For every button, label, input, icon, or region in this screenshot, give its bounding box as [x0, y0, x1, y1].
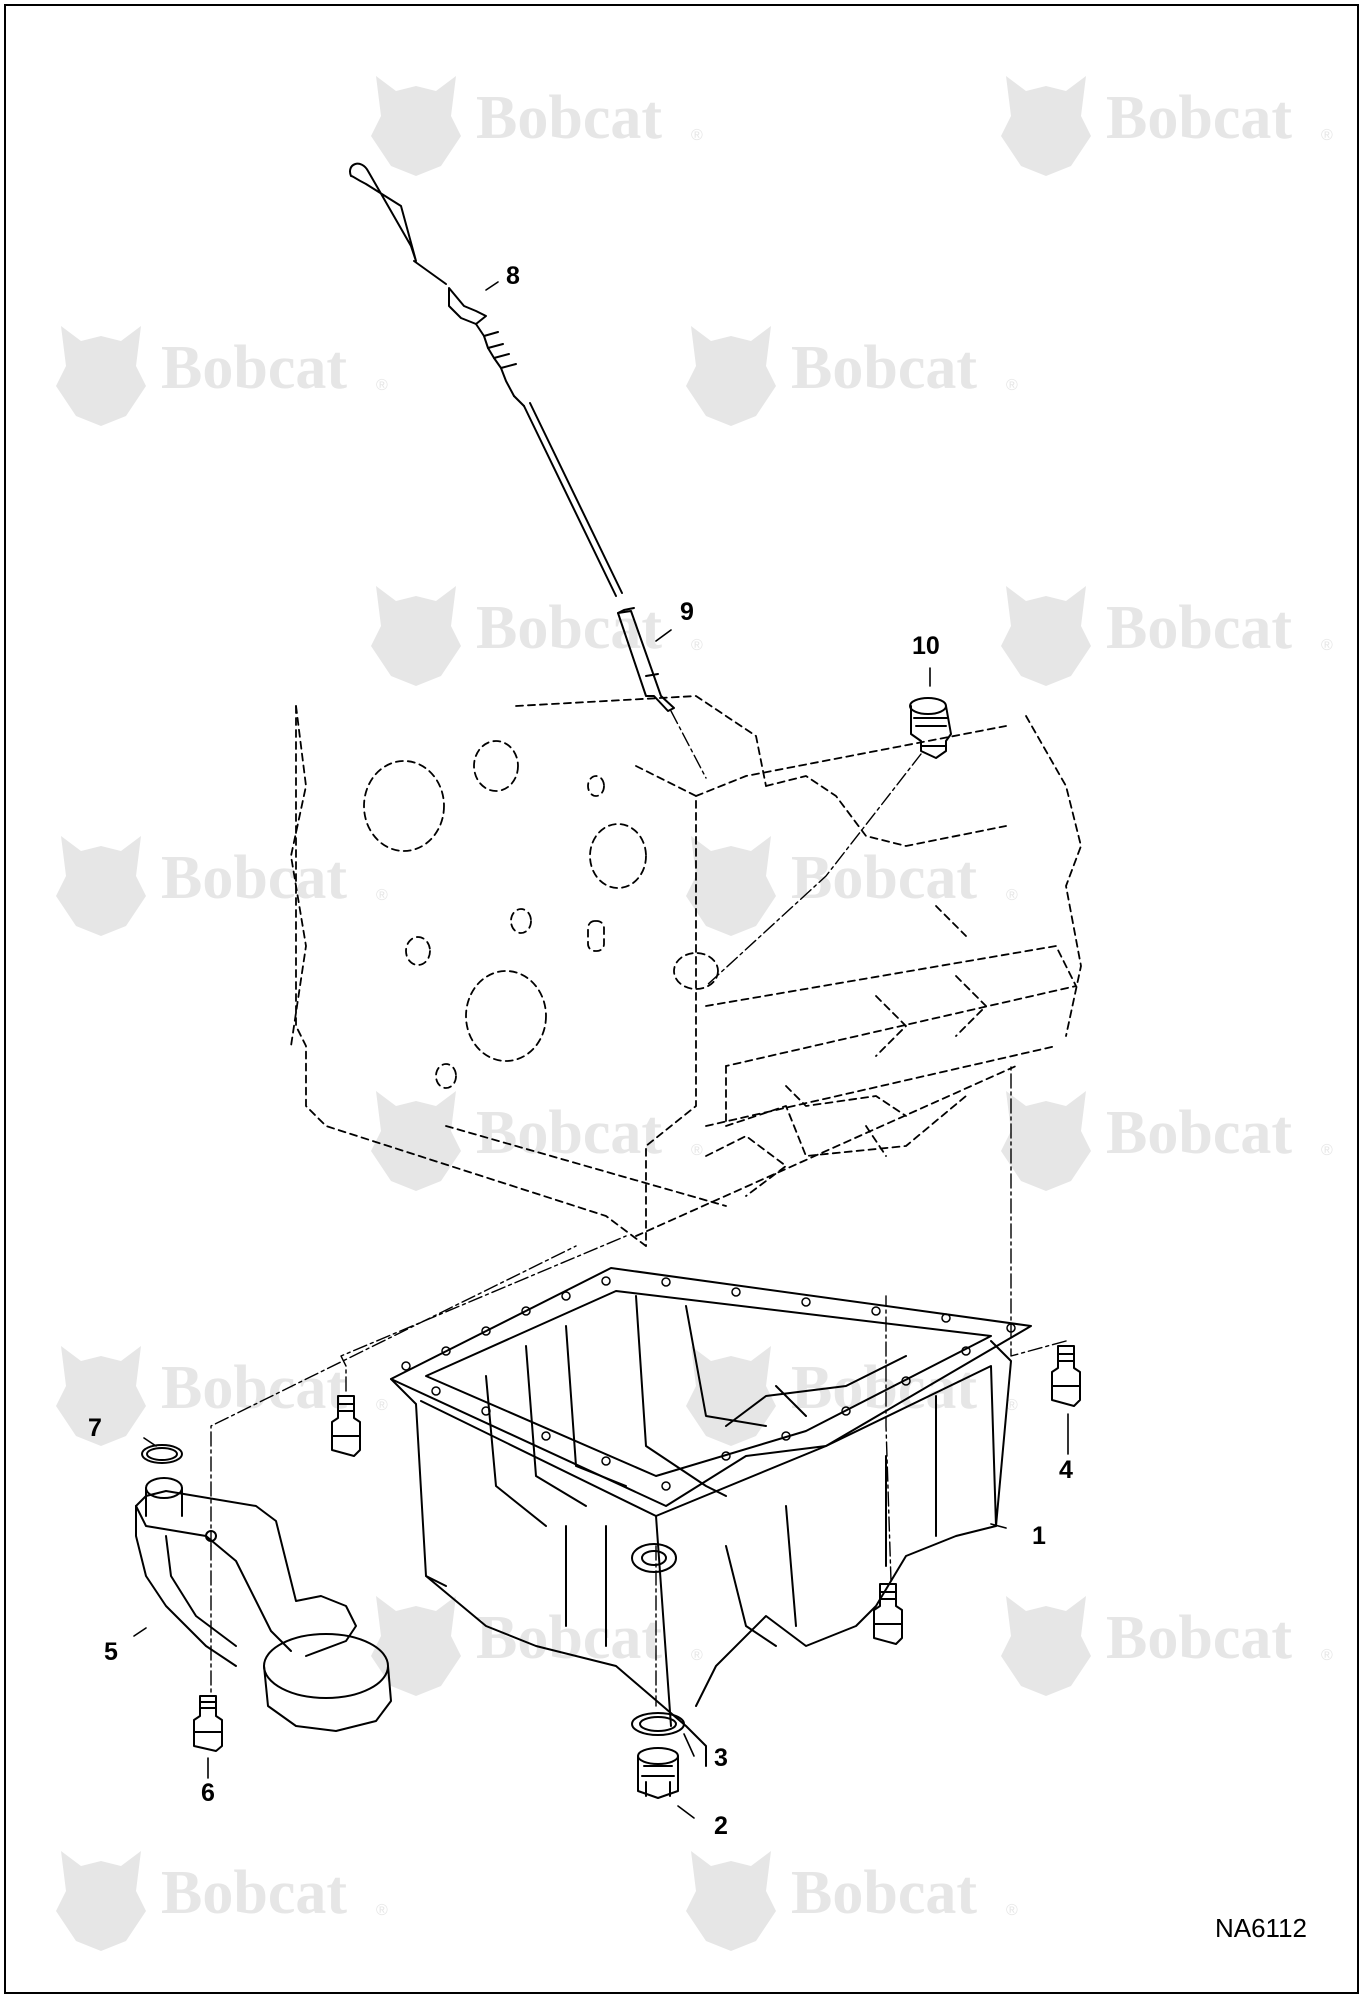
registered-mark: ® [691, 1647, 703, 1664]
bobcat-watermark-layer: Bobcat®Bobcat®Bobcat®Bobcat®Bobcat®Bobca… [56, 76, 1333, 1951]
callout-2: 2 [714, 1812, 728, 1840]
oil-strainer [135, 1477, 392, 1732]
callout-6: 6 [201, 1779, 215, 1807]
bobcat-logo-icon [686, 1346, 776, 1446]
registered-mark: ® [1006, 377, 1018, 394]
callout-9: 9 [680, 598, 694, 626]
bobcat-watermark: Bobcat ® [371, 1596, 703, 1696]
strainer-bolt [193, 1695, 223, 1752]
bobcat-logo-icon [686, 326, 776, 426]
dipstick-guide [617, 607, 675, 712]
alignment-lines [210, 710, 1067, 1707]
drawing-reference-number: NA6112 [1214, 1913, 1307, 1943]
oil-pan [390, 1267, 1032, 1767]
bobcat-logo-icon [371, 586, 461, 686]
pan-bolt-front [873, 1583, 903, 1645]
registered-mark: ® [376, 1397, 388, 1414]
registered-mark: ® [1321, 127, 1333, 144]
callout-4: 4 [1059, 1456, 1073, 1484]
o-ring [141, 1444, 183, 1464]
bobcat-watermark-text: Bobcat [791, 1859, 977, 1927]
bobcat-watermark-text: Bobcat [1106, 84, 1292, 152]
oil-fill-cap [909, 697, 952, 759]
bobcat-logo-icon [371, 76, 461, 176]
bobcat-watermark: Bobcat ® [686, 836, 1018, 936]
bobcat-logo-icon [56, 326, 146, 426]
bobcat-watermark: Bobcat ® [371, 76, 703, 176]
bobcat-watermark: Bobcat ® [56, 1851, 388, 1951]
callout-8: 8 [506, 262, 520, 290]
pan-bolt-left [331, 1395, 361, 1457]
pan-bolt-right [1051, 1345, 1081, 1407]
bobcat-watermark-text: Bobcat [1106, 594, 1292, 662]
bobcat-watermark: Bobcat ® [56, 1346, 388, 1446]
callout-3: 3 [714, 1744, 728, 1772]
registered-mark: ® [1321, 1142, 1333, 1159]
bobcat-logo-icon [1001, 76, 1091, 176]
registered-mark: ® [1006, 1902, 1018, 1919]
bobcat-watermark-text: Bobcat [476, 1604, 662, 1672]
callout-7: 7 [88, 1414, 102, 1442]
callout-1: 1 [1032, 1522, 1046, 1550]
bobcat-logo-icon [56, 1346, 146, 1446]
registered-mark: ® [376, 1902, 388, 1919]
registered-mark: ® [376, 887, 388, 904]
bobcat-watermark-text: Bobcat [161, 844, 347, 912]
bobcat-watermark-text: Bobcat [161, 1859, 347, 1927]
registered-mark: ® [691, 127, 703, 144]
bobcat-watermark-text: Bobcat [791, 844, 977, 912]
bobcat-watermark-text: Bobcat [476, 1099, 662, 1167]
registered-mark: ® [1321, 1647, 1333, 1664]
registered-mark: ® [691, 637, 703, 654]
bobcat-logo-icon [1001, 586, 1091, 686]
bobcat-logo-icon [1001, 1091, 1091, 1191]
bobcat-logo-icon [371, 1091, 461, 1191]
dipstick [349, 162, 623, 597]
drain-plug [637, 1747, 679, 1799]
bobcat-watermark: Bobcat ® [371, 1091, 703, 1191]
bobcat-logo-icon [56, 1851, 146, 1951]
bobcat-watermark-text: Bobcat [476, 594, 662, 662]
bobcat-watermark-text: Bobcat [161, 1354, 347, 1422]
exploded-parts-drawing: Bobcat®Bobcat®Bobcat®Bobcat®Bobcat®Bobca… [56, 76, 1333, 1951]
bobcat-watermark-text: Bobcat [1106, 1099, 1292, 1167]
bobcat-watermark: Bobcat ® [56, 326, 388, 426]
callout-5: 5 [104, 1638, 118, 1666]
bobcat-watermark: Bobcat ® [1001, 1091, 1333, 1191]
bobcat-watermark: Bobcat ® [1001, 1596, 1333, 1696]
bobcat-watermark: Bobcat ® [686, 326, 1018, 426]
bobcat-logo-icon [371, 1596, 461, 1696]
leader-lines [133, 281, 1069, 1819]
engine-block-phantom [290, 695, 1082, 1247]
registered-mark: ® [1006, 1397, 1018, 1414]
bobcat-watermark-text: Bobcat [1106, 1604, 1292, 1672]
bobcat-watermark-text: Bobcat [791, 334, 977, 402]
registered-mark: ® [1321, 637, 1333, 654]
registered-mark: ® [376, 377, 388, 394]
diagram-frame: Bobcat®Bobcat®Bobcat®Bobcat®Bobcat®Bobca… [4, 4, 1359, 1994]
bobcat-logo-icon [686, 836, 776, 936]
bobcat-logo-icon [1001, 1596, 1091, 1696]
bobcat-watermark: Bobcat ® [1001, 586, 1333, 686]
bobcat-watermark: Bobcat ® [56, 836, 388, 936]
bobcat-watermark: Bobcat ® [1001, 76, 1333, 176]
bobcat-logo-icon [686, 1851, 776, 1951]
callout-10: 10 [912, 632, 940, 660]
drain-gasket [631, 1712, 685, 1736]
registered-mark: ® [691, 1142, 703, 1159]
bobcat-logo-icon [56, 836, 146, 936]
bobcat-watermark: Bobcat ® [686, 1851, 1018, 1951]
registered-mark: ® [1006, 887, 1018, 904]
bobcat-watermark-text: Bobcat [476, 84, 662, 152]
bobcat-watermark-text: Bobcat [161, 334, 347, 402]
